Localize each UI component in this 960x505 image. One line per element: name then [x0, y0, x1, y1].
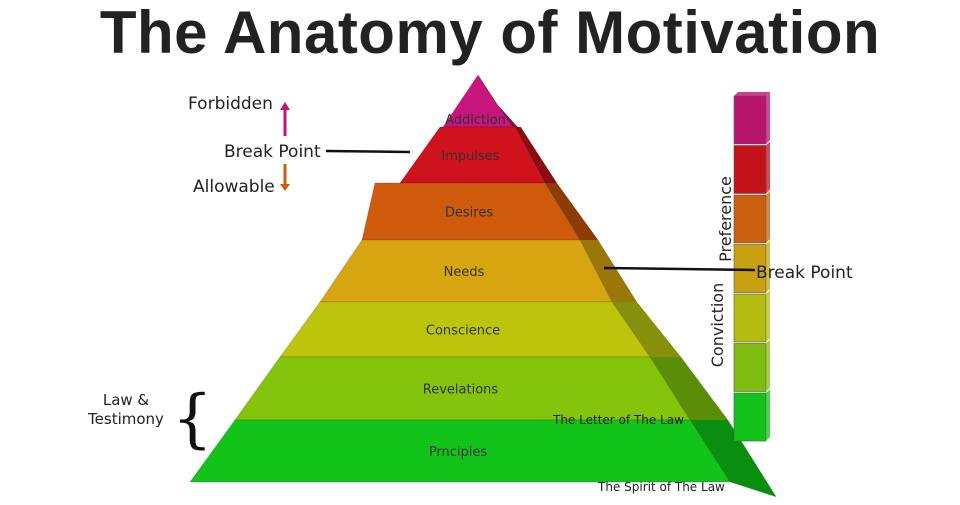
- curly-brace-icon: {: [172, 382, 213, 456]
- pyramid-layer-revelations: Revelations: [234, 356, 728, 421]
- page-title: The Anatomy of Motivation: [99, 0, 881, 66]
- layer-label: Impulses: [441, 149, 499, 164]
- preference-label: Preference: [716, 176, 735, 262]
- break-point-right-label: Break Point: [756, 263, 853, 283]
- law-label: Law &: [103, 391, 150, 409]
- arrow-down-icon: [280, 164, 290, 191]
- layer-label: Needs: [444, 265, 485, 280]
- pyramid-layer-addiction: Addiction: [442, 74, 518, 128]
- layer-label: Desires: [445, 206, 493, 221]
- layer-side-face: [545, 183, 599, 240]
- layer-side-face: [515, 127, 557, 183]
- scale-bar-segment: [733, 141, 770, 194]
- scale-bar-segment: [733, 92, 770, 145]
- pyramid-layer-impulses: Impulses: [399, 126, 557, 184]
- layer-side-face: [580, 240, 637, 302]
- break-point-right-line: [603, 266, 756, 272]
- arrow-up-icon: [280, 102, 290, 136]
- layer-side-face: [650, 357, 728, 420]
- scale-bar-segment: [733, 240, 770, 293]
- scale-bar-segment: [733, 339, 770, 392]
- allowable-label: Allowable: [193, 177, 275, 197]
- pyramid-layer-needs: Needs: [319, 239, 637, 303]
- layer-label: Prnciples: [429, 445, 488, 460]
- layer-label: Revelations: [423, 383, 499, 398]
- pyramid-layer-conscience: Conscience: [279, 301, 682, 358]
- break-point-left-label: Break Point: [224, 142, 321, 162]
- scale-bar-segment: [733, 191, 770, 244]
- scale-bar-segment: [733, 290, 770, 343]
- letter-of-law-label: The Letter of The Law: [552, 413, 684, 427]
- scale-bar-segment: [733, 389, 770, 442]
- layer-front-face: [189, 419, 731, 483]
- spirit-of-law-label: The Spirit of The Law: [597, 480, 725, 494]
- layer-label: Conscience: [426, 324, 500, 339]
- layer-side-face: [690, 420, 777, 497]
- conviction-label: Conviction: [708, 283, 727, 367]
- pyramid: AddictionImpulsesDesiresNeedsConscienceR…: [189, 74, 777, 497]
- testimony-label: Testimony: [87, 410, 164, 428]
- break-point-left-line: [325, 149, 411, 154]
- pyramid-layer-prnciples: Prnciples: [189, 419, 777, 497]
- pyramid-layer-desires: Desires: [361, 182, 599, 241]
- layer-label: Addiction: [445, 113, 506, 128]
- forbidden-label: Forbidden: [188, 94, 273, 114]
- scale-bar: [733, 92, 770, 442]
- layer-side-face: [612, 302, 682, 357]
